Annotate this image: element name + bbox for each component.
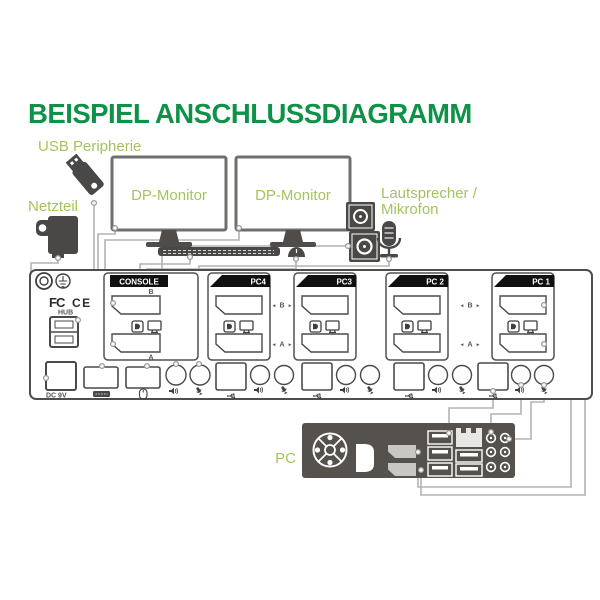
svg-text:▸: ▸	[288, 342, 292, 348]
fan-grille-icon	[312, 432, 348, 468]
pc-label: PC	[275, 450, 296, 467]
hub-label: HUB	[58, 310, 73, 317]
console-speaker-jack	[165, 364, 187, 386]
pc1-usb-b-port	[477, 362, 509, 391]
pc1-dp-port-a	[499, 333, 547, 353]
console-port-b-label: B	[148, 289, 153, 296]
pc-rear-panel	[302, 423, 515, 478]
netzteil-label: Netzteil	[28, 198, 78, 215]
speaker-1	[346, 202, 375, 231]
pc-usb-port	[427, 462, 453, 477]
pc4-dp-port-a	[215, 333, 263, 353]
pc2-mic-jack	[451, 364, 473, 386]
mouse	[288, 247, 305, 257]
pc3-dp-port-b	[301, 295, 349, 315]
console-usb-mouse-port	[125, 366, 161, 389]
keyboard-icon	[92, 390, 111, 398]
svg-text:◂: ◂	[460, 303, 464, 309]
power-jack-icon	[35, 272, 53, 290]
speaker-mic-label-line2: Mikrofon	[381, 201, 439, 218]
pc2-usb-b-port	[393, 362, 425, 391]
power-adapter	[36, 216, 78, 258]
section-label: PC 2	[426, 278, 444, 287]
pc-usb-port	[427, 446, 453, 461]
keyboard	[158, 247, 280, 256]
pc4-usb-b-port	[215, 362, 247, 391]
connection-dots	[42, 199, 548, 474]
monitor-1: DP-Monitor	[110, 155, 228, 247]
svg-text:B: B	[279, 303, 284, 310]
dc-power-port	[45, 361, 77, 391]
kvm-rear-panel: FC CE HUB DC 9V CONSOLE B A	[29, 269, 593, 400]
hub-usb-port	[49, 316, 79, 348]
microphone	[376, 221, 402, 258]
pc1-mic-jack	[533, 364, 555, 386]
pc3-speaker-jack	[335, 364, 357, 386]
pc-hdmi-port	[356, 444, 374, 472]
svg-text:◂: ◂	[272, 303, 276, 309]
monitor-1-label: DP-Monitor	[131, 187, 207, 204]
svg-text:A: A	[279, 342, 284, 349]
console-dp-port-a	[111, 333, 161, 353]
speaker-mic-label-line1: Lautsprecher /	[381, 185, 478, 202]
pc4-mic-jack	[273, 364, 295, 386]
monitor-2: DP-Monitor	[234, 155, 352, 247]
svg-text:◂: ◂	[272, 342, 276, 348]
pc-usb-port	[427, 430, 453, 445]
svg-text:A: A	[467, 342, 472, 349]
pc4-dp-port-b	[215, 295, 263, 315]
pc2-dp-port-a	[393, 333, 441, 353]
earth-ground-icon	[55, 273, 71, 289]
console-dp-port-b	[111, 295, 161, 315]
pc1-io-row	[477, 362, 555, 399]
pc-ethernet-port	[456, 428, 482, 447]
svg-text:◂: ◂	[460, 342, 464, 348]
pc-usb-block	[427, 428, 483, 477]
console-port-a-label: A	[148, 355, 153, 362]
pc1-speaker-jack	[510, 364, 532, 386]
group-ba-labels-1: ◂ B ▸ ◂ A ▸	[272, 303, 292, 349]
section-pc2: PC 2	[385, 272, 449, 361]
usb-peripherie-label: USB Peripherie	[38, 138, 141, 155]
pc-usb-port	[455, 449, 483, 463]
console-usb-keyboard-port	[83, 366, 119, 389]
svg-text:▸: ▸	[476, 303, 480, 309]
section-pc1: PC 1	[491, 272, 555, 361]
pc2-io-row	[393, 362, 473, 399]
pc-dp-port-1	[388, 445, 416, 458]
pc1-dp-port-b	[499, 295, 547, 315]
console-section: CONSOLE B A	[103, 272, 199, 362]
pc2-speaker-jack	[427, 364, 449, 386]
pc4-speaker-jack	[249, 364, 271, 386]
pc-usb-port	[455, 463, 483, 477]
fcc-mark: FC	[49, 295, 66, 310]
console-mic-jack	[189, 364, 211, 386]
section-pc3: PC3	[293, 272, 357, 361]
pc3-usb-b-port	[301, 362, 333, 391]
section-label: PC4	[250, 278, 266, 287]
section-pc4: PC4	[207, 272, 271, 361]
pc3-mic-jack	[359, 364, 381, 386]
pc3-io-row	[301, 362, 381, 399]
section-label: PC 1	[532, 278, 550, 287]
usb-stick	[65, 153, 104, 195]
ce-mark: CE	[72, 296, 92, 310]
pc2-dp-port-b	[393, 295, 441, 315]
pc-dp-port-2	[388, 463, 416, 476]
section-label: PC3	[336, 278, 352, 287]
dc-label: DC 9V	[46, 393, 67, 400]
svg-text:▸: ▸	[288, 303, 292, 309]
group-ba-labels-2: ◂ B ▸ ◂ A ▸	[460, 303, 480, 349]
pc3-dp-port-a	[301, 333, 349, 353]
monitor-2-label: DP-Monitor	[255, 187, 331, 204]
page-title: BEISPIEL ANSCHLUSSDIAGRAMM	[28, 98, 472, 129]
console-label: CONSOLE	[119, 278, 159, 287]
speaker-2	[349, 231, 380, 262]
svg-text:▸: ▸	[476, 342, 480, 348]
svg-text:B: B	[467, 303, 472, 310]
pc4-io-row	[215, 362, 295, 399]
